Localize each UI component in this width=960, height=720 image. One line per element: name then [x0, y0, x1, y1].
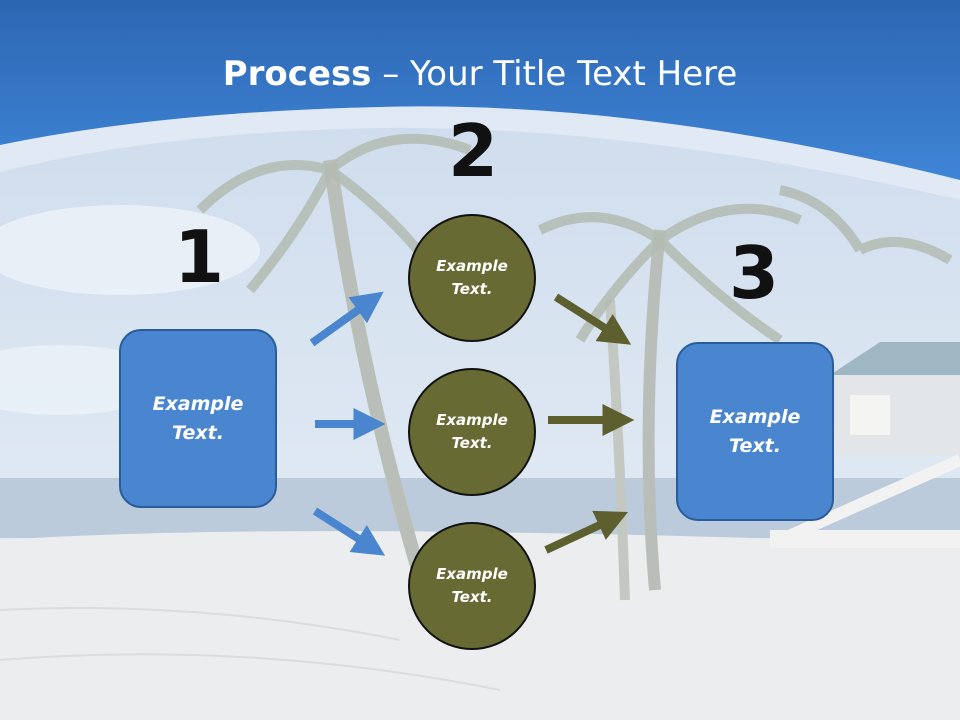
arrow-blue-up [309, 291, 384, 347]
step-number-2: 2 [447, 109, 499, 193]
step-3-box: Example Text. [676, 342, 834, 521]
step-2-circle-bottom: Example Text. [408, 522, 536, 650]
step-1-text: Example Text. [152, 392, 244, 444]
circle-middle-text: Example Text. [436, 411, 508, 452]
step-2-circle-middle: Example Text. [408, 368, 536, 496]
step-2-circle-top: Example Text. [408, 214, 536, 342]
arrow-olive-up [544, 510, 629, 554]
step-3-text: Example Text. [709, 405, 801, 457]
step-1-box: Example Text. [119, 329, 277, 508]
step-number-1: 1 [173, 215, 225, 299]
arrow-olive-down [553, 293, 632, 345]
circle-bottom-text: Example Text. [436, 565, 508, 606]
circle-top-text: Example Text. [436, 257, 508, 298]
arrow-blue-down [312, 507, 386, 556]
step-number-3: 3 [728, 231, 780, 315]
title-rest: – Your Title Text Here [371, 54, 738, 94]
title-bold: Process [222, 54, 372, 94]
slide-title: Process – Your Title Text Here [0, 52, 960, 96]
